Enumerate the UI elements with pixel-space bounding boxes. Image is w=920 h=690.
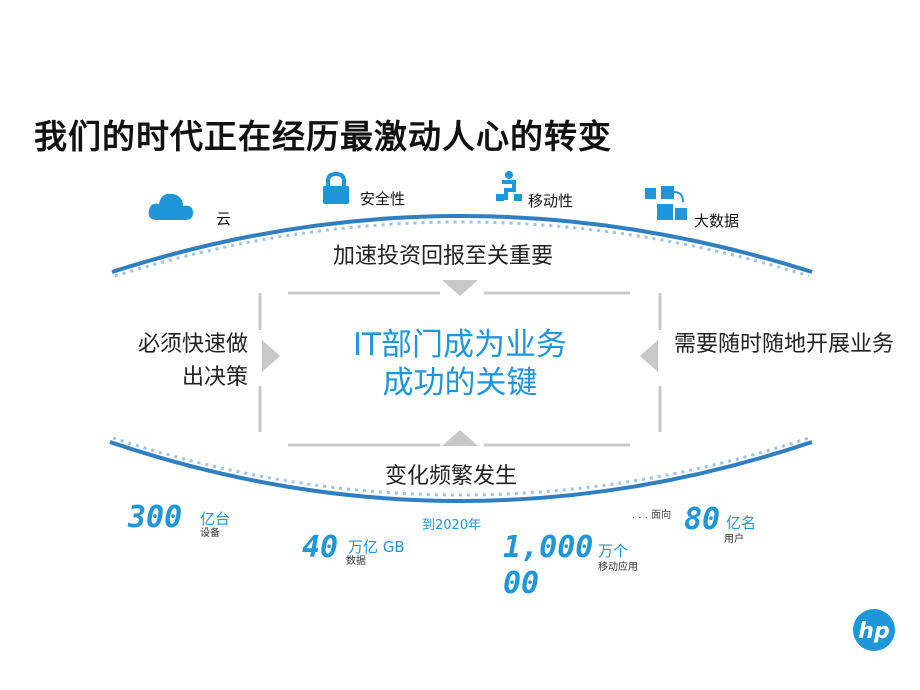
stat-users-sub: 用户 <box>724 534 744 545</box>
stat-users-unit: 亿名 <box>726 514 757 532</box>
stat-devices-sub: 设备 <box>200 528 220 539</box>
frame-arrows <box>262 280 658 446</box>
page-title: 我们的时代正在经历最激动人心的转变 <box>34 117 612 156</box>
center-line-2: 成功的关键 <box>382 365 538 401</box>
stat-data-number: 40 <box>302 530 339 565</box>
top-arc-text: 加速投资回报至关重要 <box>333 244 554 269</box>
stat-apps-sub: 移动应用 <box>598 562 638 573</box>
stat-users-prefix: . . . 面向 <box>632 510 672 521</box>
stat-apps-unit: 万个 <box>598 542 629 560</box>
stat-apps-number-part1: 1,0 <box>503 530 558 565</box>
mobility-icon <box>494 170 524 208</box>
top-arc <box>111 214 813 274</box>
stat-apps-number: 1,000 00 <box>503 530 593 602</box>
top-arc-texture <box>114 220 810 278</box>
stat-data-unit: 万亿 GB <box>348 538 405 556</box>
bottom-arc <box>109 440 813 503</box>
stat-apps-number-part1b: 00 <box>557 530 594 565</box>
tech-label-mobility: 移动性 <box>528 192 574 210</box>
tech-label-cloud: 云 <box>216 210 232 228</box>
tech-label-security: 安全性 <box>360 190 406 208</box>
stat-users-number: 80 <box>684 502 721 537</box>
bigdata-icon <box>645 186 689 230</box>
tech-label-bigdata: 大数据 <box>694 212 740 230</box>
center-line-1: IT部门成为业务 <box>352 327 568 363</box>
stat-devices-number: 300 <box>128 500 183 535</box>
stat-apps-number-part2: 00 <box>503 566 540 601</box>
hp-logo-text: hp <box>858 619 889 644</box>
hp-logo: hp <box>852 604 896 660</box>
right-side-text: 需要随时随地开展业务 <box>674 332 895 357</box>
center-heading: IT部门成为业务 成功的关键 <box>300 326 620 402</box>
cloud-icon <box>147 190 195 226</box>
lock-icon <box>320 171 352 210</box>
bottom-arc-texture <box>112 436 810 497</box>
stat-data-sub: 数据 <box>346 556 366 567</box>
bottom-arc-text: 变化频繁发生 <box>385 464 518 489</box>
left-side-text: 必须快速做出决策 <box>137 332 248 390</box>
stat-devices-unit: 亿台 <box>200 510 231 528</box>
center-frame <box>258 291 662 447</box>
stat-year-label: 到2020年 <box>422 518 482 533</box>
